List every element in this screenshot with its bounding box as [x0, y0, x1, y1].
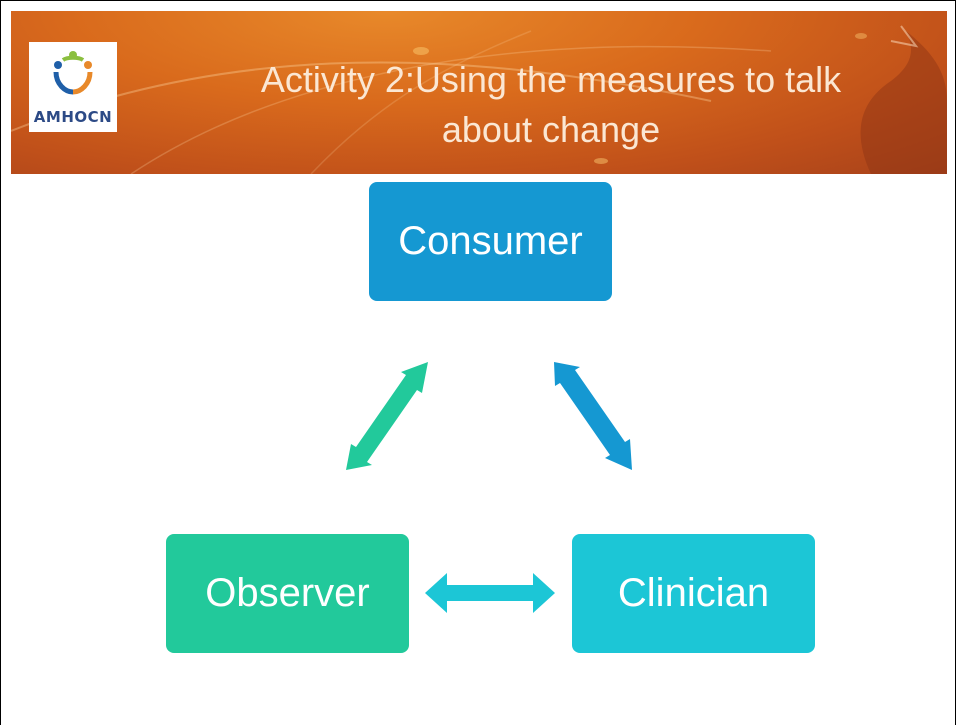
observer-clinician-arrow [425, 573, 555, 613]
amhocn-logo: AMHOCN [29, 42, 117, 132]
consumer-clinician-arrow [554, 362, 632, 470]
clinician-node: Clinician [572, 534, 815, 653]
consumer-observer-arrow [346, 362, 428, 470]
observer-node: Observer [166, 534, 409, 653]
logo-text: AMHOCN [33, 108, 113, 126]
header-decoration [11, 25, 947, 174]
header-banner: AMHOCN Activity 2:Using the measures to … [11, 11, 947, 174]
logo-emblem-icon [53, 51, 93, 95]
consumer-node: Consumer [369, 182, 612, 301]
